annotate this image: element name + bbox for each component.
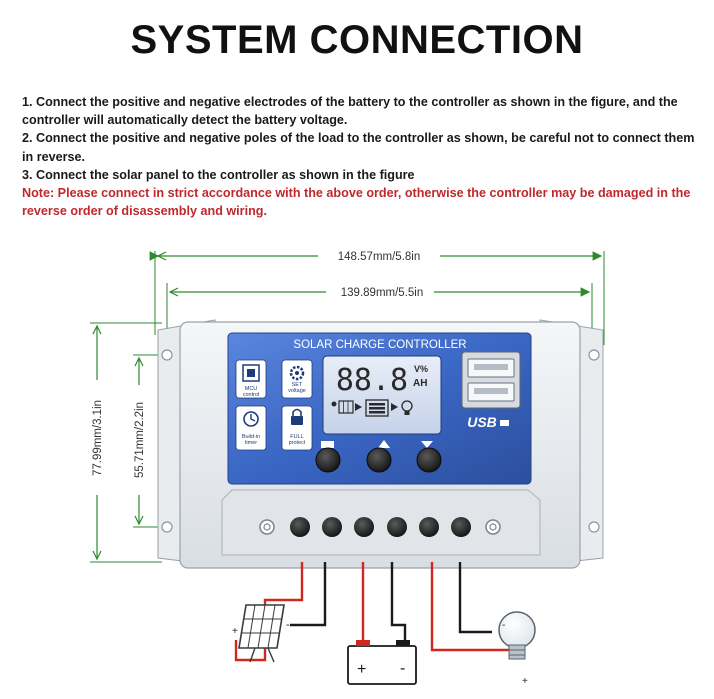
page-title: SYSTEM CONNECTION (130, 18, 584, 62)
gear-icon (289, 365, 305, 381)
dimension-outer-width: 148.57mm/5.8in (149, 251, 605, 345)
controller-header: SOLAR CHARGE CONTROLLER (293, 339, 466, 351)
load-minus-label: - (502, 620, 505, 631)
usb-plug-icon (500, 420, 509, 426)
terminal-load-positive[interactable] (419, 517, 439, 537)
mount-hole-icon (588, 521, 600, 533)
terminal-screw-icon (259, 519, 275, 535)
terminal-strip (259, 517, 501, 537)
lcd-flow-icons (331, 399, 413, 417)
lcd-display: 88.8 V% AH (322, 355, 442, 435)
terminal-battery-positive[interactable] (354, 517, 374, 537)
lcd-unit-top: V% (414, 364, 428, 374)
load-bulb: - + (498, 611, 536, 687)
mount-hole-icon (161, 521, 173, 533)
instruction-note: Note: Please connect in strict accordanc… (22, 186, 691, 219)
usb-label: USB (467, 414, 497, 430)
terminal-solar-positive[interactable] (290, 517, 310, 537)
wires (234, 562, 520, 662)
up-button[interactable] (366, 447, 392, 473)
terminal-solar-negative[interactable] (322, 517, 342, 537)
button-symbols (321, 440, 433, 448)
dimension-outer-height: 77.99mm/3.1in (90, 322, 162, 563)
battery: + - (347, 640, 417, 685)
arrow-right-icon (391, 403, 398, 411)
terminal-load-negative[interactable] (451, 517, 471, 537)
mount-hole-icon (161, 349, 173, 361)
solar-panel: + - (232, 604, 290, 663)
dimension-inner-height: 55.71mm/2.2in (133, 354, 170, 528)
battery-negative-wire (390, 562, 407, 640)
terminal-screw-icon (485, 519, 501, 535)
inner-width-label: 139.89mm/5.5in (341, 287, 423, 299)
instructions: 1. Connect the positive and negative ele… (22, 93, 702, 220)
dimension-inner-width: 139.89mm/5.5in (166, 283, 593, 338)
battery-minus-label: - (400, 660, 405, 677)
mount-hole-icon (588, 349, 600, 361)
up-arrow-icon (378, 440, 390, 448)
lock-icon (291, 416, 303, 425)
lcd-unit-bottom: AH (413, 378, 427, 389)
solar-plus-label: + (232, 626, 238, 637)
battery-level-icon (365, 399, 389, 417)
panel-icon (338, 400, 354, 414)
load-positive-wire (430, 562, 520, 652)
solar-negative-wire (290, 562, 327, 627)
load-negative-wire (458, 562, 492, 634)
usb-ports: USB (461, 351, 521, 430)
outer-height-label: 77.99mm/3.1in (92, 400, 104, 476)
battery-plus-label: + (357, 661, 366, 678)
battery-icon (347, 645, 417, 685)
arrow-right-icon (355, 403, 362, 411)
solar-minus-label: - (286, 619, 290, 631)
terminal-battery-negative[interactable] (387, 517, 407, 537)
outer-width-label: 148.57mm/5.8in (338, 251, 420, 263)
inner-height-label: 55.71mm/2.2in (134, 402, 146, 478)
lcd-digits: 88.8 (336, 363, 408, 398)
load-plus-label: + (522, 676, 528, 687)
down-arrow-icon (421, 441, 433, 448)
menu-button[interactable] (315, 447, 341, 473)
instruction-step-1: 1. Connect the positive and negative ele… (22, 95, 678, 128)
instruction-step-2: 2. Connect the positive and negative pol… (22, 131, 695, 164)
down-button[interactable] (416, 447, 442, 473)
sun-icon (331, 401, 337, 407)
clock-icon (243, 411, 259, 427)
chip-icon (242, 364, 260, 382)
instruction-step-3: 3. Connect the solar panel to the contro… (22, 167, 415, 182)
menu-icon (321, 441, 334, 448)
